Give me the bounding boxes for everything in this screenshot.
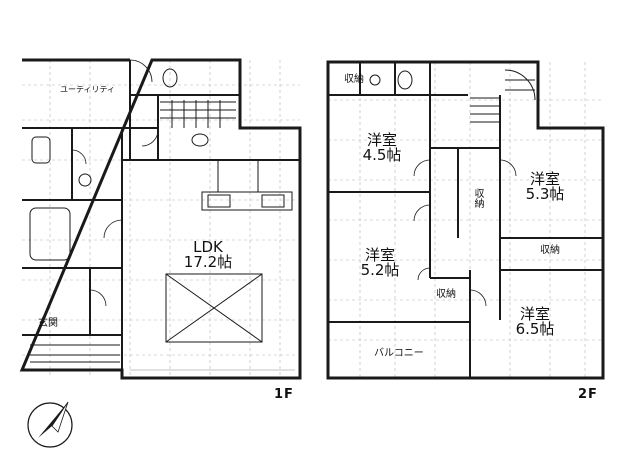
room-5-3-label: 洋室 5.3帖 xyxy=(515,172,575,202)
room-6-5-type: 洋室 xyxy=(519,305,550,323)
floor1-fixtures xyxy=(31,68,209,187)
ldk-label: LDK 17.2帖 xyxy=(178,240,238,270)
floor1-plan xyxy=(19,58,302,380)
balcony-label: バルコニー xyxy=(374,348,424,359)
floor1-grid xyxy=(22,60,300,378)
floor1-stairs xyxy=(160,100,263,343)
room-5-3-type: 洋室 xyxy=(529,170,560,188)
ldk-name: LDK xyxy=(193,238,223,256)
floor2-grid xyxy=(328,62,603,378)
floor2-plan xyxy=(326,60,605,380)
floor1-doors xyxy=(71,59,159,307)
entrance-steps xyxy=(30,344,120,363)
room-5-2-type: 洋室 xyxy=(364,246,395,264)
room-4-5-type: 洋室 xyxy=(366,131,397,149)
room-6-5-size: 6.5帖 xyxy=(515,320,555,338)
floor1-inner-walls xyxy=(22,60,300,378)
floor2-fixtures xyxy=(369,70,413,90)
room-5-2-size: 5.2帖 xyxy=(360,261,400,279)
entrance-label: 玄関 xyxy=(38,318,58,329)
floor2-label: 2F xyxy=(578,387,598,402)
room-6-5-label: 洋室 6.5帖 xyxy=(505,307,565,337)
room-5-3-size: 5.3帖 xyxy=(525,185,565,203)
kitchen-counter xyxy=(201,159,293,211)
storage-label-mid: 収納 xyxy=(472,188,483,208)
floor1-outer-wall xyxy=(19,58,302,380)
room-4-5-label: 洋室 4.5帖 xyxy=(352,133,412,163)
storage-label-bottom: 収納 xyxy=(436,289,456,300)
utility-label: ユーティリティ xyxy=(60,85,116,94)
bathtub xyxy=(29,207,71,261)
room-4-5-size: 4.5帖 xyxy=(362,146,402,164)
room-5-2-label: 洋室 5.2帖 xyxy=(350,248,410,278)
floor2-inner-walls xyxy=(328,62,603,378)
floor2-stairs xyxy=(470,69,536,123)
storage-label-right: 収納 xyxy=(540,245,560,256)
north-arrow-icon xyxy=(27,401,73,448)
ldk-size: 17.2帖 xyxy=(183,253,233,271)
floor2-outer-wall xyxy=(326,60,605,380)
floor2-doors xyxy=(413,159,517,307)
storage-label-top: 収納 xyxy=(344,74,364,85)
floor1-label: 1F xyxy=(274,387,294,402)
